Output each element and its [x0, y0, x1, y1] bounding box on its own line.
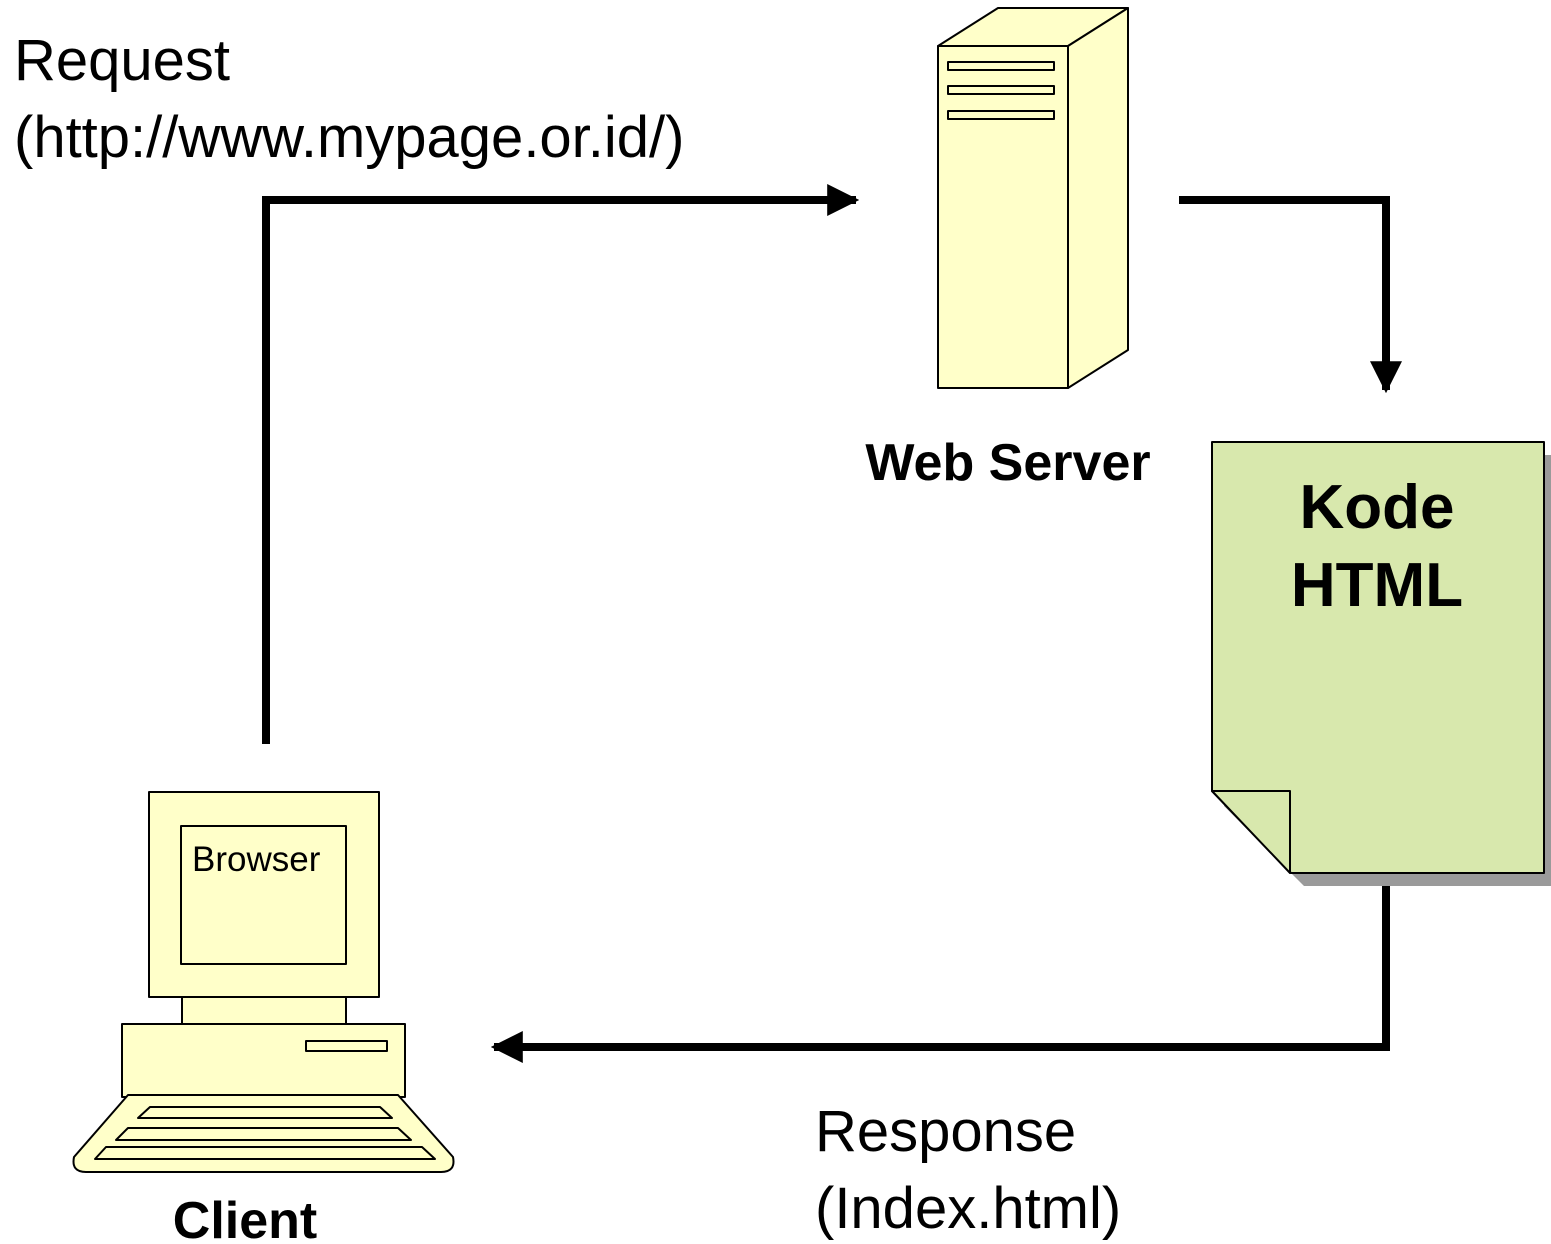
- document-icon: [1211, 441, 1551, 886]
- document-page: [1211, 441, 1545, 874]
- document-title-line2: HTML: [1291, 551, 1463, 620]
- server-side-face: [1067, 7, 1129, 389]
- response-arrow: [490, 886, 1390, 1063]
- browser-label: Browser: [192, 840, 321, 879]
- server-drive-bay: [947, 110, 1055, 120]
- request-url: (http://www.mypage.or.id/): [14, 105, 684, 170]
- monitor-screen: [180, 825, 347, 965]
- system-unit: [121, 1023, 406, 1098]
- request-arrow: [262, 184, 860, 744]
- server-drive-bay: [947, 61, 1055, 71]
- keyboard-key-row: [94, 1146, 436, 1160]
- response-file: (Index.html): [815, 1176, 1121, 1241]
- request-label: Request: [14, 28, 230, 93]
- web-server-label: Web Server: [865, 434, 1150, 492]
- server-drive-bay: [947, 85, 1055, 95]
- response-label: Response: [815, 1099, 1076, 1164]
- computer-icon: [72, 791, 455, 1173]
- server-front-face: [937, 45, 1069, 389]
- client-label: Client: [173, 1192, 317, 1244]
- document-folded-corner: [1211, 790, 1291, 874]
- keyboard-key-row: [115, 1127, 412, 1141]
- document-title-line1: Kode: [1300, 473, 1455, 542]
- keyboard-key-row: [137, 1106, 393, 1119]
- server-tower-icon: [937, 7, 1129, 389]
- monitor-neck: [181, 996, 347, 1026]
- disk-drive-slot: [305, 1040, 388, 1052]
- generate-arrow: [1179, 196, 1402, 394]
